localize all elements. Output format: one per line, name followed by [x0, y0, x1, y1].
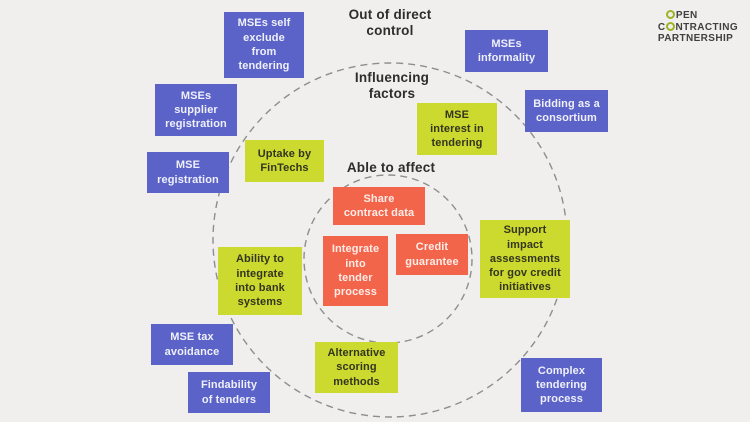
logo-line-partnership: PARTNERSHIP	[658, 33, 738, 44]
open-contracting-partnership-logo: PEN C NTRACTING PARTNERSHIP	[658, 9, 738, 45]
logo-text: NTRACTING	[675, 22, 738, 34]
sticky-note-label: MSE tax avoidance	[164, 331, 220, 358]
sticky-note-mse-registration[interactable]: MSE registration	[147, 152, 229, 193]
logo-line-open: PEN	[658, 9, 738, 21]
sticky-note-label: MSE interest in tendering	[430, 108, 484, 150]
zone-label-able-to-affect: Able to affect	[331, 160, 451, 176]
logo-text: C	[657, 22, 666, 34]
sticky-note-credit-guarantee[interactable]: Credit guarantee	[396, 234, 468, 275]
green-o-ring-icon	[666, 9, 676, 19]
sticky-note-label: Support impact assessments for gov credi…	[489, 224, 561, 294]
sticky-note-label: MSE registration	[157, 159, 219, 186]
sticky-note-mse-interest-in-tendering[interactable]: MSE interest in tendering	[417, 103, 497, 155]
zone-label-text: Out of direct control	[348, 7, 432, 39]
sticky-note-label: Share contract data	[343, 192, 415, 219]
zone-label-out-of-direct-control: Out of direct control	[320, 7, 460, 40]
sticky-note-uptake-by-fintechs[interactable]: Uptake by FinTechs	[245, 140, 324, 182]
sticky-note-label: Integrate into tender process	[331, 243, 380, 299]
logo-line-contracting: C NTRACTING	[658, 21, 738, 33]
sticky-note-support-impact-assessments[interactable]: Support impact assessments for gov credi…	[480, 220, 570, 298]
sticky-note-complex-tendering-process[interactable]: Complex tendering process	[521, 358, 602, 412]
sticky-note-label: MSEs informality	[477, 37, 536, 64]
sticky-note-label: MSEs self exclude from tendering	[237, 17, 291, 73]
sticky-note-alternative-scoring-methods[interactable]: Alternative scoring methods	[315, 342, 398, 393]
sticky-note-mse-tax-avoidance[interactable]: MSE tax avoidance	[151, 324, 233, 365]
sticky-note-label: Complex tendering process	[535, 364, 587, 406]
zone-label-text: Able to affect	[346, 160, 436, 175]
inner-circle-able-to-affect	[303, 174, 473, 344]
sticky-note-label: Findability of tenders	[200, 379, 258, 406]
green-o-ring-icon	[666, 21, 676, 31]
sticky-note-findability-of-tenders[interactable]: Findability of tenders	[188, 372, 270, 413]
sticky-note-mses-supplier-registration[interactable]: MSEs supplier registration	[155, 84, 237, 136]
sticky-note-mses-self-exclude-from-tendering[interactable]: MSEs self exclude from tendering	[224, 12, 304, 78]
logo-text: PARTNERSHIP	[657, 33, 734, 45]
sticky-note-label: MSEs supplier registration	[165, 89, 227, 131]
sticky-note-label: Credit guarantee	[405, 241, 459, 268]
logo-text: PEN	[675, 10, 698, 21]
sticky-note-share-contract-data[interactable]: Share contract data	[333, 187, 425, 225]
sticky-note-label: Alternative scoring methods	[327, 347, 386, 388]
zone-label-text: Influencing factors	[354, 70, 430, 102]
zone-label-influencing-factors: Influencing factors	[330, 70, 454, 103]
sticky-note-ability-to-integrate-into-bank-systems[interactable]: Ability to integrate into bank systems	[218, 247, 302, 315]
sticky-note-label: Ability to integrate into bank systems	[235, 253, 285, 309]
sticky-note-label: Bidding as a consortium	[533, 97, 600, 124]
sticky-note-mses-informality[interactable]: MSEs informality	[465, 30, 548, 72]
sticky-note-integrate-into-tender-process[interactable]: Integrate into tender process	[323, 236, 388, 306]
sticky-note-label: Uptake by FinTechs	[257, 147, 312, 174]
sticky-note-bidding-as-a-consortium[interactable]: Bidding as a consortium	[525, 90, 608, 132]
